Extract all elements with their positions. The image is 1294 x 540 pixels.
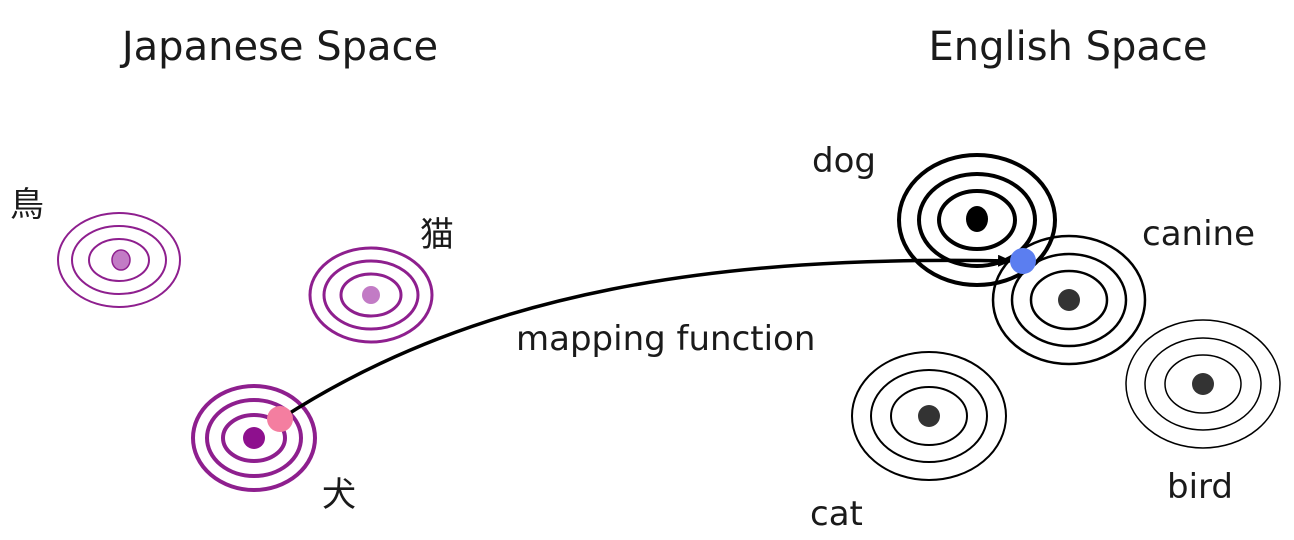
cluster-en-bird: [1125, 319, 1281, 449]
target-point: [1010, 248, 1036, 274]
en-canine-ring-outer: [991, 234, 1147, 366]
jp-bird-label: 鳥: [10, 185, 44, 225]
en-canine-label: canine: [1142, 214, 1255, 254]
mapping-function-label: mapping function: [516, 319, 815, 359]
cluster-en-cat: [851, 351, 1007, 481]
en-dog-label: dog: [812, 141, 876, 181]
en-cat-label: cat: [810, 494, 863, 534]
en-cat-ring-middle: [870, 369, 988, 463]
jp-cat-label: 猫: [420, 215, 454, 255]
en-dog-ring-middle: [917, 172, 1037, 268]
source-point: [267, 406, 293, 432]
jp-dog-ring-outer: [191, 384, 317, 492]
cluster-en-dog: [897, 153, 1057, 287]
en-cat-center-dot: [918, 405, 940, 427]
jp-dog-ring-middle: [205, 398, 303, 478]
en-cat-ring-outer: [851, 351, 1007, 481]
jp-cat-ring-inner: [339, 272, 403, 318]
jp-dog-ring-inner: [221, 413, 287, 463]
jp-bird-ring-outer: [57, 212, 181, 308]
jp-bird-ring-inner: [88, 238, 150, 282]
jp-cat-center-dot: [362, 286, 380, 304]
en-bird-label: bird: [1167, 467, 1233, 507]
cluster-jp-dog: [191, 384, 317, 492]
en-bird-ring-outer: [1125, 319, 1281, 449]
jp-dog-center-dot: [243, 427, 265, 449]
english-space-title: English Space: [928, 24, 1207, 70]
en-canine-ring-inner: [1029, 269, 1109, 331]
en-canine-ring-middle: [1010, 252, 1128, 348]
en-dog-center-dot: [966, 206, 988, 232]
jp-dog-label: 犬: [322, 475, 356, 515]
en-canine-center-dot: [1058, 289, 1080, 311]
en-dog-ring-inner: [937, 189, 1017, 251]
en-dog-ring-outer: [897, 153, 1057, 287]
cluster-en-canine: [991, 234, 1147, 366]
en-bird-ring-inner: [1164, 354, 1242, 414]
mapping-function-arrow: [281, 254, 1012, 420]
en-cat-ring-inner: [890, 386, 968, 446]
cluster-jp-bird: [57, 212, 181, 308]
jp-cat-ring-middle: [322, 259, 420, 331]
en-bird-center-dot: [1192, 373, 1214, 395]
en-bird-ring-middle: [1144, 337, 1262, 431]
cluster-jp-cat: [308, 246, 434, 344]
jp-bird-ring-middle: [71, 225, 167, 295]
jp-bird-center-dot: [111, 249, 131, 271]
jp-cat-ring-outer: [308, 246, 434, 344]
japanese-space-title: Japanese Space: [119, 24, 438, 70]
